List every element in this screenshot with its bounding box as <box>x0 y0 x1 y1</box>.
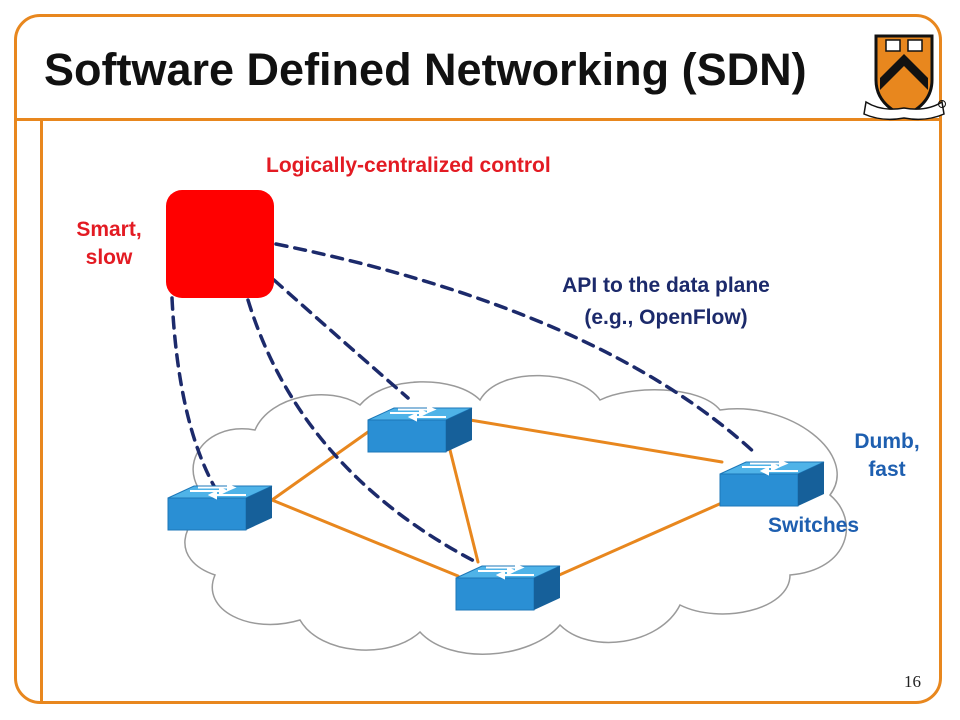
api-label-line: API to the data plane <box>562 274 770 297</box>
api-label: API to the data plane (e.g., OpenFlow) <box>516 272 816 332</box>
switch-icon <box>455 563 561 611</box>
page-number: 16 <box>904 672 921 691</box>
switches-label: Switches <box>768 514 860 537</box>
data-link <box>446 440 480 564</box>
control-links <box>170 242 758 564</box>
slide-title: Software Defined Networking (SDN) <box>44 44 807 95</box>
network-cloud <box>184 374 848 655</box>
control-link <box>274 242 758 456</box>
controller-label: Logically-centralized control <box>266 154 551 177</box>
controller-trait-line: slow <box>85 246 133 269</box>
slide-frame <box>14 14 942 704</box>
data-link <box>270 498 460 578</box>
data-plane-links <box>270 418 744 582</box>
switch-trait-line: fast <box>868 458 906 481</box>
switch-trait-line: Dumb, <box>854 430 920 453</box>
controller-trait-line: Smart, <box>76 218 142 241</box>
control-link <box>246 298 478 564</box>
data-link <box>468 418 724 464</box>
data-link <box>270 430 370 502</box>
left-divider <box>40 118 43 704</box>
switch-trait: Dumb, fast <box>842 428 932 484</box>
switch-icon <box>719 459 825 507</box>
data-link <box>546 492 744 582</box>
controller-trait: Smart, slow <box>62 216 156 272</box>
api-label-line: (e.g., OpenFlow) <box>584 306 748 329</box>
control-link <box>272 278 410 400</box>
control-link <box>170 296 216 488</box>
controller-box <box>166 190 274 298</box>
switch-icon <box>367 405 473 453</box>
title-divider <box>14 118 942 121</box>
switch-icon <box>167 483 273 531</box>
